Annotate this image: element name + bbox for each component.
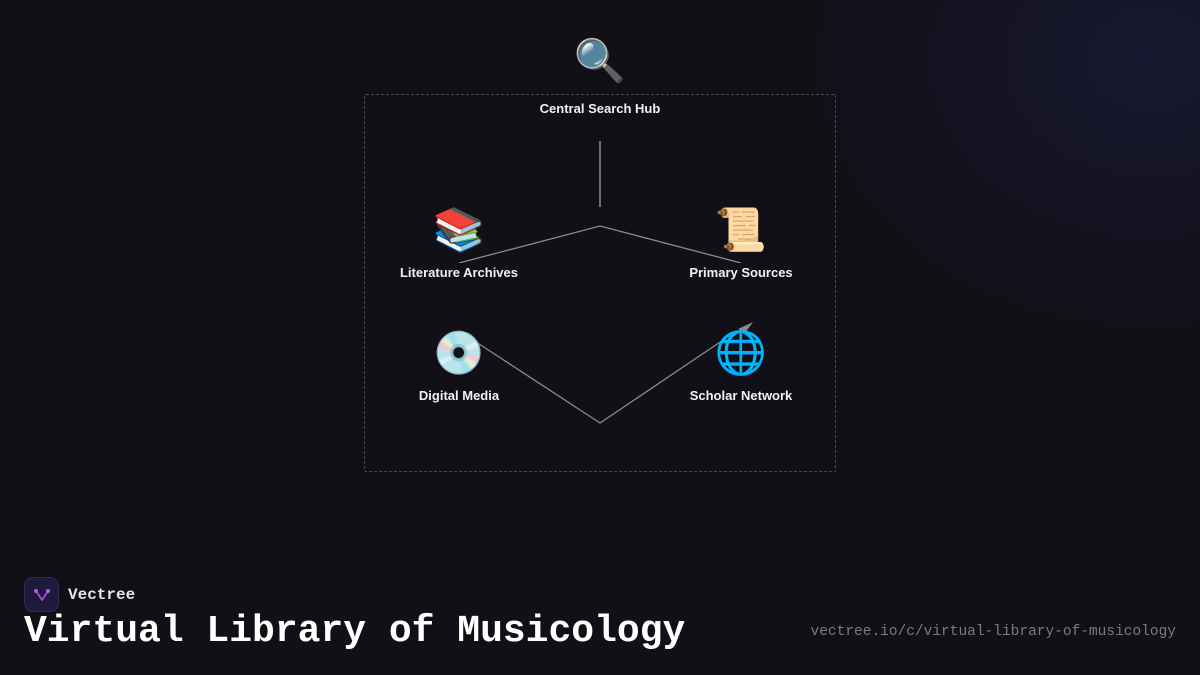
node-label: Digital Media: [412, 386, 506, 405]
magnifying-glass-icon: 🔍: [573, 36, 627, 85]
node-label: Primary Sources: [683, 263, 799, 282]
books-icon: 📚: [432, 205, 486, 254]
node-scholar-network[interactable]: 🌐 Scholar Network: [683, 328, 799, 405]
node-label: Literature Archives: [393, 263, 525, 282]
node-central-search-hub[interactable]: 🔍 Central Search Hub: [533, 36, 667, 118]
brand: Vectree: [24, 577, 135, 612]
node-literature-archives[interactable]: 📚 Literature Archives: [393, 205, 525, 282]
node-label: Scholar Network: [683, 386, 799, 405]
node-primary-sources[interactable]: 📜 Primary Sources: [683, 205, 799, 282]
brand-name: Vectree: [68, 585, 136, 604]
edge-lower-branch: [469, 331, 736, 424]
page-title: Virtual Library of Musicology: [24, 610, 686, 653]
edge-upper-branch: [458, 225, 742, 264]
globe-icon: 🌐: [714, 328, 768, 377]
arrowhead-icon: [738, 322, 753, 333]
node-digital-media[interactable]: 💿 Digital Media: [412, 328, 506, 405]
node-label: Central Search Hub: [533, 99, 667, 118]
diagram-frame: [364, 94, 836, 472]
optical-disc-icon: 💿: [432, 328, 486, 377]
vectree-logo-icon: [24, 577, 59, 612]
scroll-icon: 📜: [714, 205, 768, 254]
page-url[interactable]: vectree.io/c/virtual-library-of-musicolo…: [810, 624, 1176, 640]
